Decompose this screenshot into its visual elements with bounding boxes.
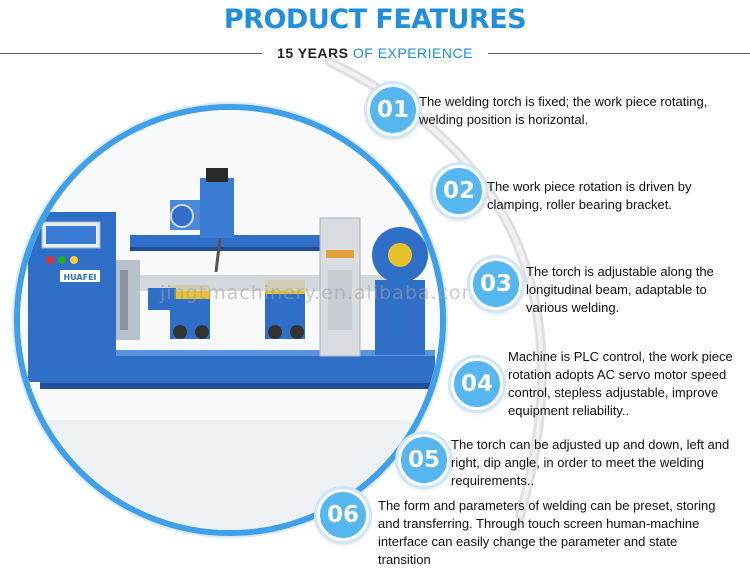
header-subtitle: 15 YEARS OF EXPERIENCE bbox=[262, 45, 488, 61]
feature-text-06: The form and parameters of welding can b… bbox=[378, 498, 716, 567]
feature-text-04: Machine is PLC control, the work piece r… bbox=[508, 349, 733, 418]
machine-photo: HUAFEI bbox=[14, 104, 446, 536]
feature-number-02: 02 bbox=[433, 165, 485, 217]
subtitle-experience: OF EXPERIENCE bbox=[352, 45, 473, 61]
watermark-text: jingtmachinery.en.alibaba.com bbox=[160, 282, 482, 304]
feature-number-06: 06 bbox=[317, 489, 369, 541]
feature-text-02: The work piece rotation is driven by cla… bbox=[487, 179, 692, 212]
subtitle-years: 15 YEARS bbox=[277, 45, 349, 61]
welding-machine-illustration: HUAFEI bbox=[20, 110, 440, 530]
header-divider-right bbox=[488, 53, 750, 54]
feature-text-01: The welding torch is fixed; the work pie… bbox=[419, 94, 708, 127]
feature-number-05: 05 bbox=[398, 434, 450, 486]
header-divider-left bbox=[0, 53, 262, 54]
feature-text-05: The torch can be adjusted up and down, l… bbox=[451, 437, 730, 488]
feature-number-01: 01 bbox=[367, 84, 419, 136]
brand-label: HUAFEI bbox=[63, 273, 96, 282]
feature-text-03: The torch is adjustable along the longit… bbox=[526, 264, 714, 315]
page-title: PRODUCT FEATURES bbox=[223, 4, 527, 35]
feature-number-04: 04 bbox=[451, 358, 503, 410]
feature-number-03: 03 bbox=[470, 258, 522, 310]
brand-plate bbox=[60, 270, 100, 282]
